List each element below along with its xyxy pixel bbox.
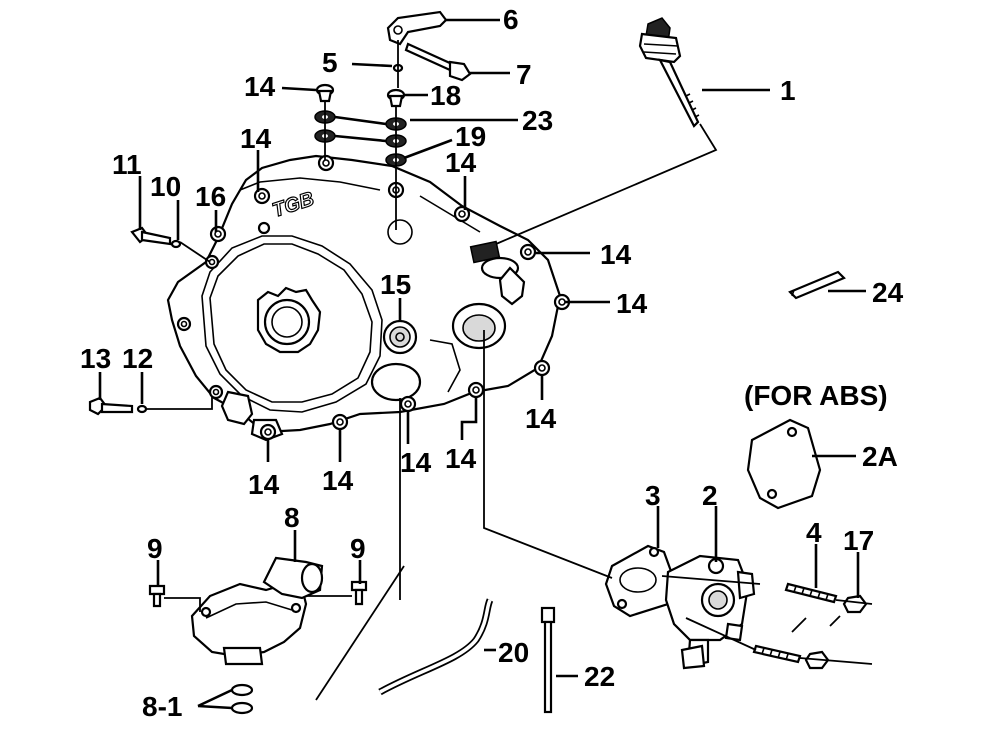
label-14-c: 14 xyxy=(445,147,477,178)
label-2: 2 xyxy=(702,480,718,511)
label-18: 18 xyxy=(430,80,461,111)
label-17: 17 xyxy=(843,525,874,556)
label-5: 5 xyxy=(322,47,338,78)
label-14-d: 14 xyxy=(600,239,632,270)
bolts-9 xyxy=(148,580,368,608)
label-8-1: 8-1 xyxy=(142,691,182,722)
water-pump-cover-8 xyxy=(190,556,324,666)
label-9-right: 9 xyxy=(350,533,366,564)
grommet-18 xyxy=(386,88,406,108)
bracket-6 xyxy=(386,10,448,46)
leader-lines xyxy=(98,18,873,710)
o-rings-8-1 xyxy=(230,683,254,715)
gasket-3 xyxy=(604,544,674,618)
hose-20 xyxy=(378,598,494,696)
label-14-b: 14 xyxy=(240,123,272,154)
label-14-a: 14 xyxy=(244,71,276,102)
label-13: 13 xyxy=(80,343,111,374)
label-6: 6 xyxy=(503,4,519,35)
label-7: 7 xyxy=(516,59,532,90)
bolt-13 xyxy=(88,396,134,416)
part-labels: 1 2 2A 3 4 5 6 7 8 8-1 9 9 10 11 12 13 1… xyxy=(80,4,904,722)
label-14-i: 14 xyxy=(322,465,354,496)
dipstick xyxy=(638,17,700,128)
label-14-h: 14 xyxy=(400,447,432,478)
nuts-17 xyxy=(804,594,868,670)
label-2a: 2A xyxy=(862,441,898,472)
grommet-14-left xyxy=(315,83,335,103)
washer-10 xyxy=(170,239,182,249)
label-4: 4 xyxy=(806,517,822,548)
label-22: 22 xyxy=(584,661,615,692)
label-9-left: 9 xyxy=(147,533,163,564)
label-16: 16 xyxy=(195,181,226,212)
clutch-slave-cylinder-2 xyxy=(664,554,756,670)
washer-12 xyxy=(136,404,148,414)
label-14-j: 14 xyxy=(248,469,280,500)
abs-cover-plate-2a xyxy=(746,418,822,510)
studs-4 xyxy=(752,582,838,664)
label-10: 10 xyxy=(150,171,181,202)
cover-bolt-bosses xyxy=(176,154,571,441)
label-23: 23 xyxy=(522,105,553,136)
cable-tie-22 xyxy=(540,606,556,714)
note-for-abs: (FOR ABS) xyxy=(744,380,888,411)
label-3: 3 xyxy=(645,480,661,511)
label-1: 1 xyxy=(780,75,796,106)
label-11: 11 xyxy=(112,149,142,180)
label-15: 15 xyxy=(380,269,411,300)
label-14-f: 14 xyxy=(525,403,557,434)
label-24: 24 xyxy=(872,277,904,308)
label-14-g: 14 xyxy=(445,443,477,474)
label-20: 20 xyxy=(498,637,529,668)
bolt-11 xyxy=(130,226,172,246)
label-12: 12 xyxy=(122,343,153,374)
dowel-pin-24 xyxy=(788,270,846,300)
crankcase-cover: TGB xyxy=(166,154,571,442)
label-19: 19 xyxy=(455,121,486,152)
label-14-e: 14 xyxy=(616,288,648,319)
bolt-7 xyxy=(404,42,472,82)
label-8: 8 xyxy=(284,502,300,533)
